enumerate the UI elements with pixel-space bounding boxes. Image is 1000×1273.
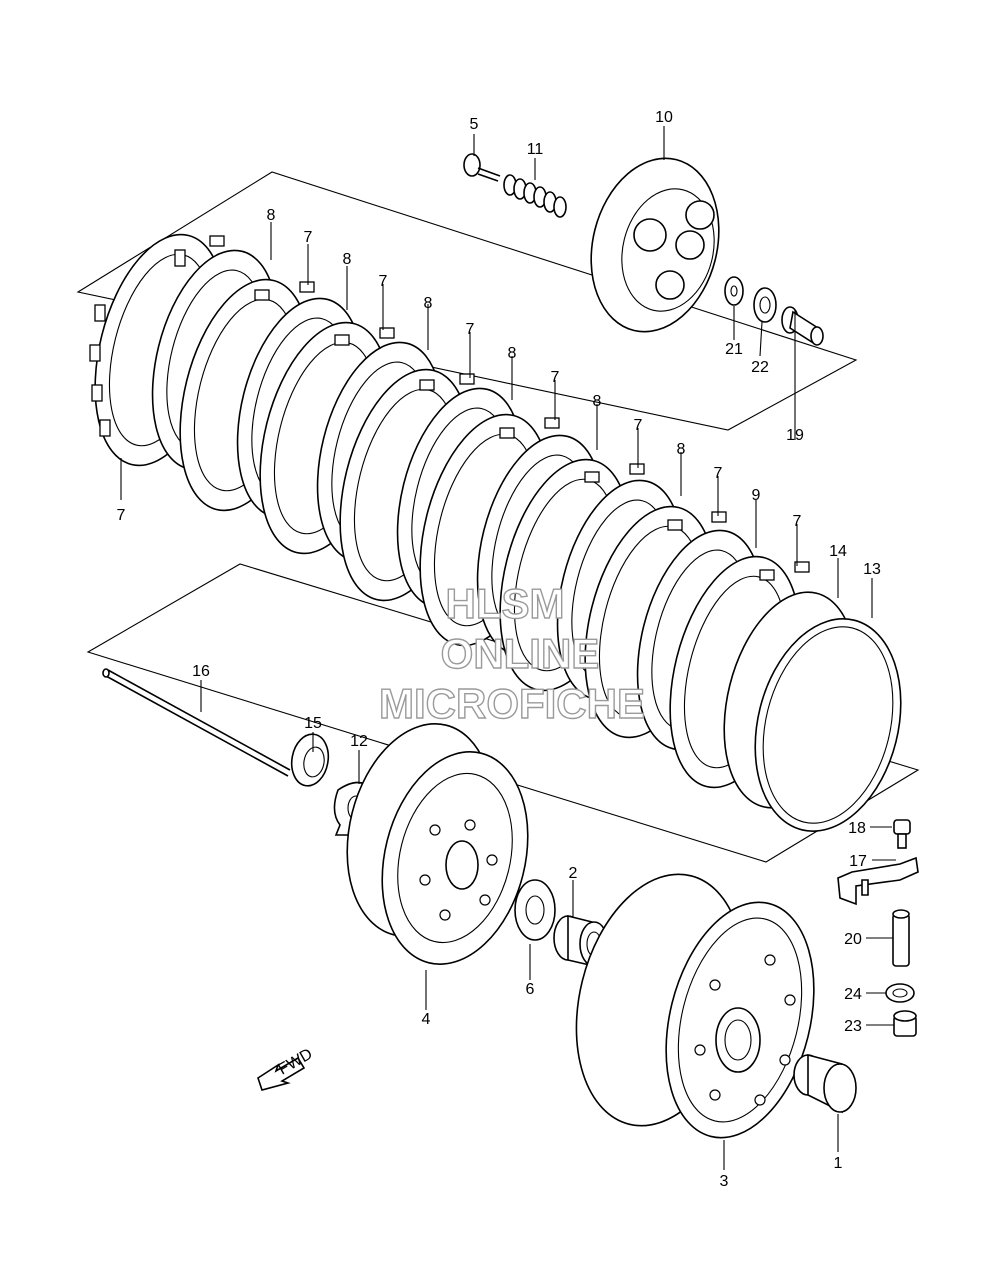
callout-11: 11: [527, 141, 544, 158]
callout-7-b: 7: [379, 273, 388, 290]
washer-21: [724, 276, 744, 306]
watermark-line-1: HLSM: [446, 580, 565, 627]
watermark-line-2: ONLINE: [441, 630, 600, 677]
callout-19: 19: [786, 427, 804, 444]
callout-1: 1: [834, 1155, 843, 1172]
plate-stack-frame: [76, 171, 858, 431]
callout-15: 15: [304, 715, 322, 732]
callout-18: 18: [848, 820, 866, 837]
callout-7-g: 7: [793, 513, 802, 530]
callout-12: 12: [350, 733, 368, 750]
sleeve-hub-4: [346, 723, 529, 965]
bolt-18: [893, 819, 911, 849]
callout-9: 9: [752, 487, 761, 504]
callout-6: 6: [526, 981, 535, 998]
fwd-arrow-icon: FWD: [257, 1046, 316, 1091]
callout-8-e: 8: [593, 393, 602, 410]
callout-8-a: 8: [267, 207, 276, 224]
callout-5: 5: [470, 116, 479, 133]
leader-lines: [120, 126, 896, 1170]
oil-seal-15: [290, 733, 330, 787]
callout-8-c: 8: [424, 295, 433, 312]
callout-7-h: 7: [117, 507, 126, 524]
callout-2: 2: [569, 865, 578, 882]
callout-labels: 5 11 10 19 21 22 8 7 8 7 8 7 8 7 8 7 8 7…: [117, 109, 881, 1190]
hub-group-frame: [86, 563, 920, 863]
callout-13: 13: [863, 561, 881, 578]
bolt-5: [463, 153, 501, 182]
callout-3: 3: [720, 1173, 729, 1190]
clutch-housing-3: [575, 873, 815, 1139]
callout-7-c: 7: [466, 321, 475, 338]
bearing-22: [753, 287, 777, 323]
callout-21: 21: [725, 341, 743, 358]
watermark: HLSM ONLINE MICROFICHE: [378, 579, 645, 727]
bearing-23: [893, 1010, 917, 1037]
callout-24: 24: [844, 986, 862, 1003]
thrust-washer-6: [514, 879, 556, 941]
callout-7-d: 7: [551, 369, 560, 386]
push-piece-19: [781, 306, 824, 346]
callout-7-f: 7: [714, 465, 723, 482]
callout-7-a: 7: [304, 229, 313, 246]
callout-14: 14: [829, 543, 847, 560]
release-shaft-20: [861, 879, 910, 967]
callout-8-f: 8: [677, 441, 686, 458]
callout-23: 23: [844, 1018, 862, 1035]
callout-22: 22: [751, 359, 769, 376]
push-rod-16: [102, 668, 291, 777]
clutch-spring-11: [503, 174, 567, 218]
release-arm-17: [837, 856, 919, 906]
seal-24: [885, 983, 915, 1003]
callout-7-e: 7: [634, 417, 643, 434]
callout-17: 17: [849, 853, 867, 870]
callout-8-b: 8: [343, 251, 352, 268]
watermark-line-3: MICROFICHE: [379, 680, 645, 727]
spacer-1: [793, 1053, 857, 1114]
callout-4: 4: [422, 1011, 431, 1028]
callout-10: 10: [655, 109, 673, 126]
callout-8-d: 8: [508, 345, 517, 362]
pressure-plate: [590, 157, 720, 333]
callout-16: 16: [192, 663, 210, 680]
spring-washer-ring: [754, 618, 902, 832]
callout-20: 20: [844, 931, 862, 948]
